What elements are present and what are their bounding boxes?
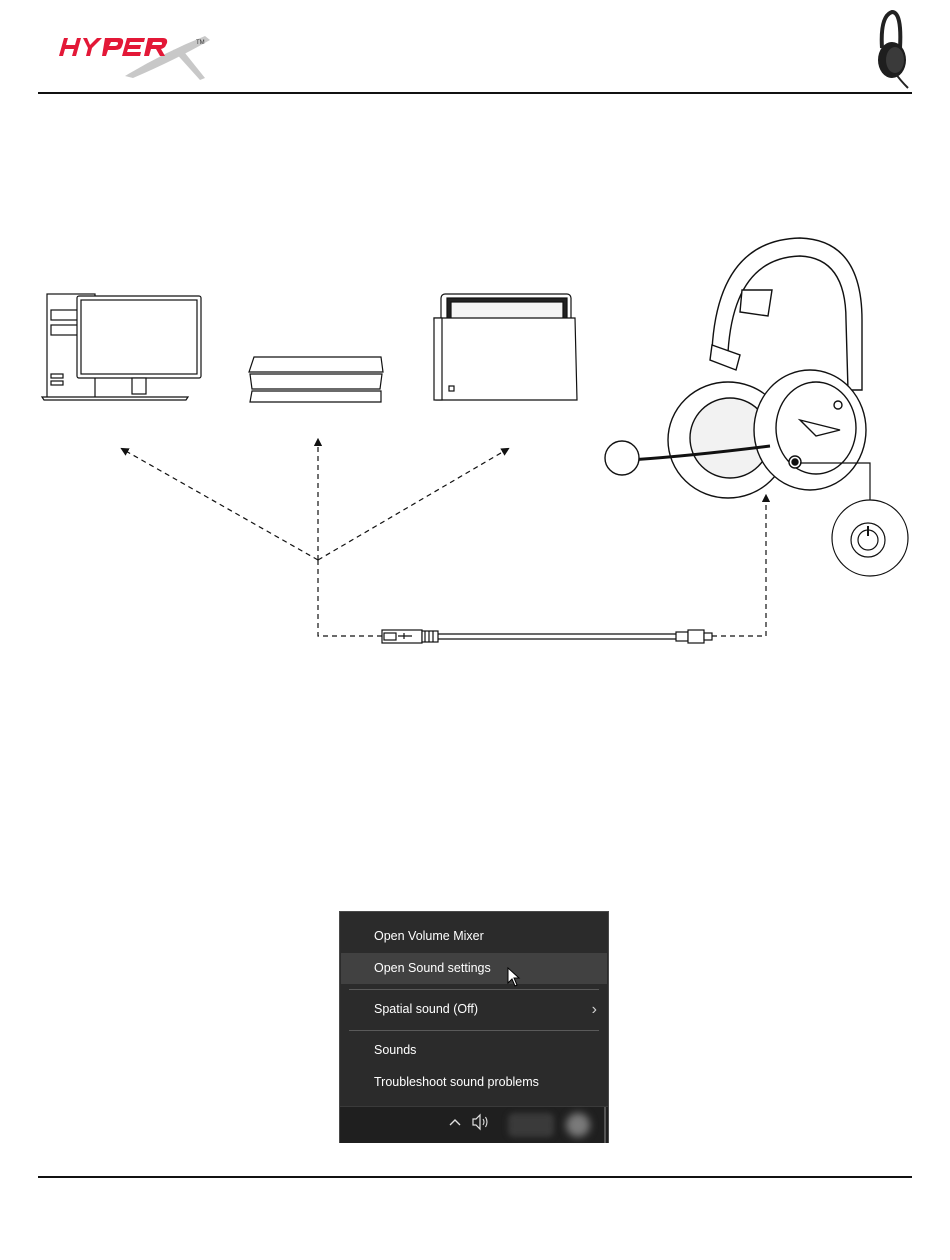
taskbar [340,1106,608,1143]
hyperx-logo: TM [55,32,215,84]
mouse-cursor-icon [507,967,521,987]
menu-item-open-volume-mixer[interactable]: Open Volume Mixer [341,921,607,952]
connection-illustration [0,230,950,660]
footer-rule [38,1176,912,1178]
menu-item-label: Troubleshoot sound problems [374,1075,539,1089]
menu-item-open-sound-settings[interactable]: Open Sound settings [341,953,607,984]
switch-icon [434,294,577,400]
menu-separator [349,989,599,990]
chevron-up-icon[interactable] [448,1115,462,1129]
speaker-icon[interactable] [471,1113,491,1131]
headset-icon [605,238,866,498]
chevron-right-icon: › [592,994,597,1025]
taskbar-edge [604,1107,606,1143]
playstation-icon [249,357,383,402]
menu-separator [349,1030,599,1031]
header-rule [38,92,912,94]
pc-icon [42,294,201,400]
menu-item-label: Open Sound settings [374,961,491,975]
headset-thumbnail-icon [868,8,914,90]
menu-item-troubleshoot[interactable]: Troubleshoot sound problems [341,1067,607,1098]
menu-item-label: Spatial sound (Off) [374,1002,478,1016]
usb-cable-icon [382,630,712,643]
menu-item-label: Sounds [374,1043,416,1057]
menu-item-label: Open Volume Mixer [374,929,484,943]
blurred-tray-area [508,1113,554,1137]
menu-item-sounds[interactable]: Sounds [341,1035,607,1066]
connection-arrows [124,442,766,636]
sound-context-menu: Open Volume Mixer Open Sound settings Sp… [339,911,609,1143]
trademark-mark: TM [196,40,205,46]
menu-item-spatial-sound[interactable]: Spatial sound (Off) › [341,994,607,1025]
blurred-tray-icon [566,1113,590,1137]
